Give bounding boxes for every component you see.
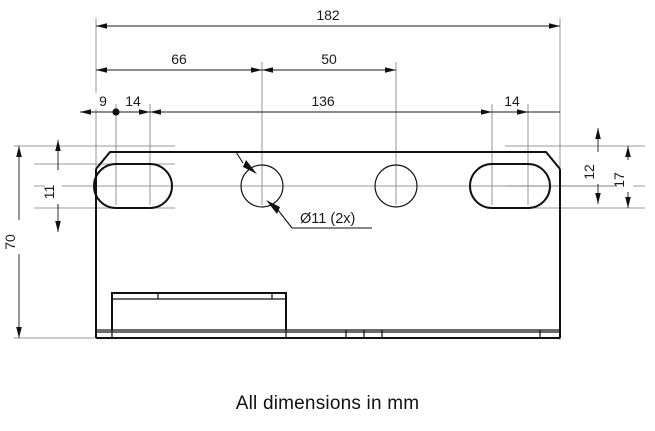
dimension-value-9: 9 xyxy=(99,93,107,109)
dimension-value-182: 182 xyxy=(316,7,340,23)
hole-diameter-callout: Ø11 (2x) xyxy=(235,151,372,229)
hole-right xyxy=(374,164,418,208)
lower-profile xyxy=(96,292,560,338)
dimension-value-11: 11 xyxy=(41,185,57,200)
dimension-value-14-right: 14 xyxy=(504,93,520,109)
dimension-value-70: 70 xyxy=(2,234,18,250)
callout-value-hole-diameter: Ø11 (2x) xyxy=(300,211,355,227)
dimension-value-136: 136 xyxy=(311,93,335,109)
dimension-70: 70 xyxy=(2,146,23,338)
dimension-value-66: 66 xyxy=(171,51,187,67)
dimension-14-right: 14 xyxy=(492,93,560,115)
dimension-value-50: 50 xyxy=(321,51,337,67)
dimension-9: 9 xyxy=(80,93,120,116)
drawing-caption: All dimensions in mm xyxy=(235,393,420,414)
dimension-66: 66 xyxy=(96,50,262,73)
dimension-17: 17 xyxy=(611,146,633,208)
dimension-value-17: 17 xyxy=(611,172,627,188)
dimension-11: 11 xyxy=(41,140,62,232)
dimension-50: 50 xyxy=(262,50,396,73)
dimension-14-left: 14 xyxy=(116,93,150,115)
hole-left xyxy=(240,164,284,208)
dimension-136: 136 xyxy=(150,93,492,115)
slot-left xyxy=(93,163,173,209)
dimension-12: 12 xyxy=(581,128,603,204)
dimension-value-12: 12 xyxy=(581,164,597,180)
dimension-182: 182 xyxy=(96,6,560,29)
slot-right xyxy=(469,163,551,209)
dimension-value-14-left: 14 xyxy=(125,93,141,109)
part-outline xyxy=(95,151,561,339)
